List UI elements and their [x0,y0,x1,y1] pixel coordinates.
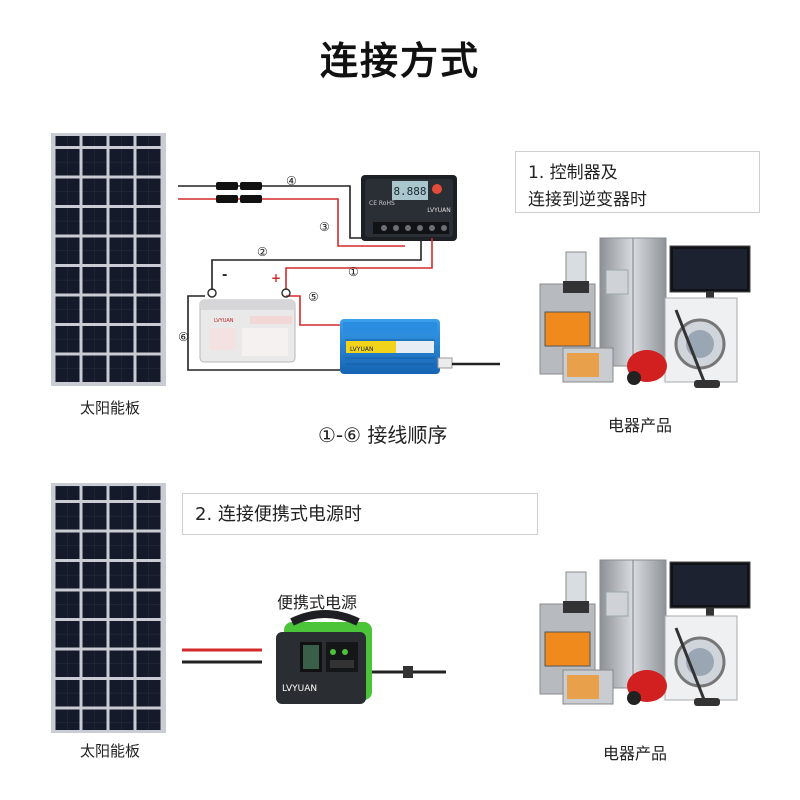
note-line-1: 1. 控制器及 [528,163,618,183]
appliances-caption-2: 电器产品 [602,744,667,763]
appliances-caption-1: 电器产品 [607,416,672,435]
appliances-group-1 [539,237,751,388]
wire-label-4: ④ [286,174,297,188]
power-station-label: 便携式电源 [276,593,357,612]
panel-wires [178,182,405,247]
page-title: 连接方式 [319,39,480,83]
note-line-2: 连接到逆变器时 [528,190,647,210]
appliances-group-2 [539,559,751,706]
panel-caption-2: 太阳能板 [79,742,140,760]
panel-caption-1: 太阳能板 [79,399,140,417]
portable-power-station: LVYUAN [276,610,446,704]
solar-panel-2 [51,483,166,733]
battery: LVYUAN [199,299,296,363]
inverter: LVYUAN [340,319,500,374]
battery-plus: + [271,271,281,285]
wire-number-labels: ① ② ③ ④ ⑤ ⑥ [178,174,359,344]
wire-label-1: ① [348,265,359,279]
battery-brand: LVYUAN [214,318,234,324]
controller-brand: LVYUAN [427,207,450,214]
wire-label-2: ② [257,245,268,259]
panel-to-station-wires [182,648,262,664]
wire-label-6: ⑥ [178,330,189,344]
wire-order-label: ①-⑥ 接线顺序 [318,423,448,447]
inverter-brand: LVYUAN [350,346,373,353]
wire-label-5: ⑤ [308,290,319,304]
charge-controller: 8.888 CE RoHS LVYUAN [361,175,457,241]
controller-cert: CE RoHS [369,200,395,207]
note-controller-inverter: 1. 控制器及 连接到逆变器时 [515,151,760,213]
power-station-brand: LVYUAN [282,684,317,694]
battery-wires: - + [187,238,433,371]
note-portable-power: 2. 连接便携式电源时 [182,493,538,535]
battery-minus: - [222,268,227,283]
solar-panel-1 [51,133,166,386]
wire-label-3: ③ [319,220,330,234]
controller-display: 8.888 [393,185,426,198]
